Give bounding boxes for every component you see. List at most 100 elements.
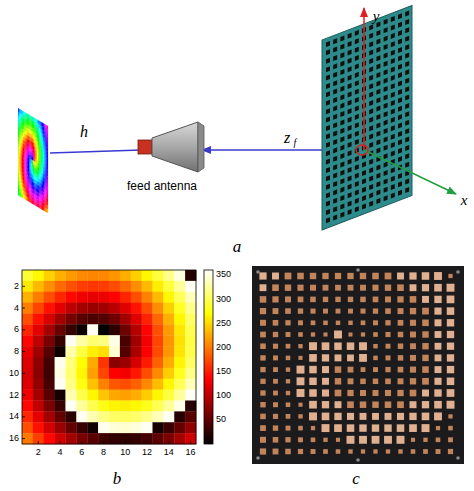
copper-patch	[434, 389, 441, 396]
copper-patch	[298, 344, 302, 348]
colorbar-label: 100	[216, 391, 231, 400]
array-hole	[340, 161, 344, 167]
copper-patch	[322, 401, 329, 408]
heatmap-cell	[87, 335, 98, 346]
heatmap-cell	[98, 292, 109, 303]
heatmap-cell	[66, 357, 77, 368]
array-hole	[355, 72, 359, 78]
heatmap-cell	[44, 357, 55, 368]
array-hole	[384, 162, 388, 168]
heatmap-cell	[22, 292, 33, 303]
array-hole	[391, 125, 395, 131]
array-hole	[391, 92, 395, 98]
copper-patch	[447, 331, 454, 338]
heatmap-cell	[22, 303, 33, 314]
heatmap-cell	[98, 379, 109, 390]
tick-label: 14	[9, 412, 19, 421]
copper-patch	[372, 424, 379, 431]
heatmap-cell	[109, 368, 120, 379]
heatmap-cell	[98, 335, 109, 346]
copper-patch	[410, 308, 416, 314]
copper-patch	[311, 320, 316, 325]
heatmap-cell	[120, 324, 131, 335]
tick-mark	[38, 441, 39, 444]
copper-patch	[272, 296, 278, 302]
array-hole	[326, 184, 330, 190]
array-hole	[405, 61, 409, 67]
heatmap-cell	[131, 270, 142, 281]
copper-patch	[309, 378, 316, 385]
array-hole	[398, 13, 402, 19]
heatmap-cell	[22, 335, 33, 346]
array-hole	[362, 170, 366, 176]
array-hole	[326, 100, 330, 106]
copper-patch	[286, 391, 290, 395]
copper-patch	[286, 426, 291, 431]
copper-patch	[422, 284, 429, 291]
copper-patch	[334, 413, 341, 420]
heatmap-cell	[55, 390, 66, 401]
copper-patch	[260, 414, 266, 420]
distance-line	[50, 150, 141, 153]
copper-patch	[335, 378, 341, 384]
tick-mark	[22, 373, 25, 374]
heatmap-cell	[174, 346, 185, 357]
waveguide-feed	[138, 140, 152, 154]
copper-patch	[298, 414, 302, 418]
heatmap-cell	[87, 422, 98, 433]
array-hole	[369, 167, 373, 173]
heatmap-cell	[120, 390, 131, 401]
dimension-label: h	[80, 124, 88, 140]
heatmap-cell	[76, 281, 87, 292]
copper-patch	[385, 308, 391, 314]
array-hole	[369, 24, 373, 30]
array-hole	[384, 19, 388, 25]
heatmap-cell	[87, 292, 98, 303]
copper-patch	[286, 402, 291, 407]
heatmap-cell	[33, 324, 44, 335]
array-hole	[376, 80, 380, 86]
heatmap-cell	[33, 335, 44, 346]
copper-patch	[322, 413, 330, 421]
array-hole	[384, 27, 388, 33]
array-hole	[369, 192, 373, 198]
heatmap-cell	[33, 390, 44, 401]
copper-patch	[385, 320, 390, 325]
array-hole	[391, 24, 395, 30]
array-hole	[333, 147, 337, 153]
copper-patch	[335, 354, 342, 361]
heatmap-cell	[66, 368, 77, 379]
tick-mark	[190, 441, 191, 444]
copper-patch	[347, 273, 353, 279]
copper-patch	[410, 367, 416, 373]
heatmap-cell	[142, 270, 153, 281]
copper-patch	[360, 297, 366, 303]
copper-patch	[335, 390, 342, 397]
copper-patch	[436, 426, 440, 430]
array-hole	[369, 50, 373, 56]
heatmap-cell	[22, 357, 33, 368]
heatmap-cell	[87, 303, 98, 314]
heatmap-cell	[153, 303, 164, 314]
center-marker	[356, 145, 368, 155]
heatmap-cell	[174, 401, 185, 412]
array-hole	[355, 80, 359, 86]
heatmap-cell	[142, 281, 153, 292]
array-hole	[355, 97, 359, 103]
array-hole	[326, 117, 330, 123]
copper-patch	[273, 425, 278, 430]
array-hole	[348, 91, 352, 97]
spiral-pixel	[32, 200, 33, 205]
copper-patch	[336, 438, 340, 442]
array-hole	[369, 92, 373, 98]
heatmap-frame	[22, 270, 196, 444]
copper-patch	[372, 285, 378, 291]
copper-patch	[384, 424, 391, 431]
heatmap-cell	[142, 401, 153, 412]
copper-patch	[322, 389, 329, 396]
array-hole	[340, 52, 344, 58]
array-hole	[391, 50, 395, 56]
copper-patch	[298, 437, 303, 442]
copper-patch	[336, 449, 341, 454]
tick-mark	[22, 416, 25, 417]
